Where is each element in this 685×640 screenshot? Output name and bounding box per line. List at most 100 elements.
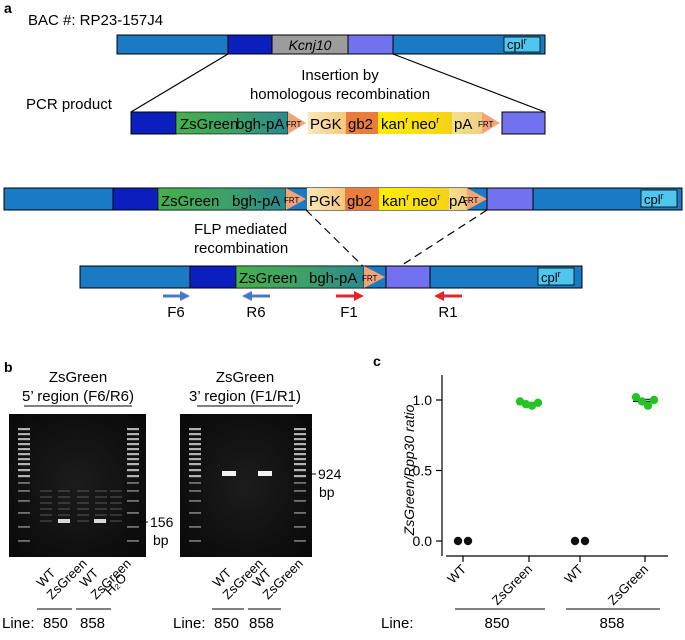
band-924-zsgreen-850 [222,471,236,476]
ladder-band [127,490,139,492]
wt-lane-gel1-smear [40,514,52,516]
ladder-band [189,448,201,451]
gel2-title-1: ZsGreen [216,369,274,386]
gel1-title-1: ZsGreen [49,369,107,386]
ladder-band [189,540,201,542]
svg-text:cplr: cplr [541,269,561,285]
ladder-band [189,490,201,492]
primer-r1-label: R1 [438,304,457,321]
h2o-lane-gel1-smear [110,490,122,492]
svg-text:pA: pA [454,116,472,133]
insertion-label-1: Insertion by [301,67,379,84]
ladder-band [294,428,306,431]
ladder-band [294,433,306,436]
x-tick-label: WT [444,561,469,586]
ladder-band [189,428,201,431]
svg-text:FRT: FRT [362,274,378,283]
x-tick-label: ZsGreen [605,562,651,608]
y-tick-label: 1.0 [413,392,433,408]
ladder-band [294,500,306,502]
final-allele: ZsGreen bgh-pA FRT cplr [79,265,583,289]
gel-image-3prime [180,414,312,557]
ladder-band [18,448,30,451]
band-156-label: 156 [150,514,174,530]
band-156-zsgreen-850 [58,519,70,523]
panel-c-label: c [373,353,381,369]
primer-f6-arrow [163,291,190,301]
svg-text:PGK: PGK [309,193,341,210]
ladder-band [18,469,30,472]
ladder-band [189,458,201,461]
ladder-band [189,526,201,528]
ladder-band [18,463,30,466]
ladder-band [18,475,30,478]
data-point [637,397,647,406]
ladder-lane-left-gel1 [18,428,30,542]
ladder-lane-left-gel2 [189,428,201,542]
y-tick-label: 0.0 [413,533,433,549]
ladder-band [127,526,139,528]
gel2-title-2: 3’ region (F1/R1) [189,388,301,405]
gel1-line-858: 858 [80,615,105,632]
chart-line-850: 850 [484,615,509,632]
ladder-band [189,500,201,502]
data-point [643,401,653,410]
h2o-lane-gel1-smear [110,508,122,510]
svg-text:pA: pA [449,193,467,210]
ladder-band [294,448,306,451]
ladder-band [189,438,201,441]
zsgreen-lane-gel1-smear [58,508,70,510]
ladder-band [18,512,30,514]
ladder-band [294,475,306,478]
gel1-line-850: 850 [43,615,68,632]
ladder-band [18,443,30,446]
primer-f6-label: F6 [167,304,185,321]
h2o-lane-gel1-smear [110,496,122,498]
homology-arm-left [227,34,273,55]
gel2-line-858: 858 [249,615,274,632]
data-point [631,392,641,402]
wt-lane-gel1-smear [40,520,52,522]
ladder-band [127,443,139,446]
flp-label-1: FLP mediated [194,221,287,238]
ladder-band [18,526,30,528]
cpl-marker [503,36,541,53]
h2o-lane-gel1-smear [110,520,122,522]
wt-lane-gel1-smear [40,508,52,510]
ladder-band [189,482,201,484]
x-tick-label: WT [561,561,586,586]
ladder-band [18,428,30,431]
gel2-lane-labels: WT ZsGreen WT ZsGreen [210,556,306,602]
gel1-line-label: Line: [2,615,35,632]
zsgreen-lane-gel1-smear [58,496,70,498]
data-point [570,536,580,546]
ladder-band [127,500,139,502]
svg-text:FRT: FRT [478,120,494,129]
bac-title: BAC #: RP23-157J4 [28,12,163,29]
data-point [580,536,590,546]
y-tick-label: 0.5 [413,463,433,479]
ladder-band [189,475,201,478]
ladder-band [127,453,139,456]
ladder-band [18,540,30,542]
band-924-zsgreen-858 [258,471,272,476]
ladder-band [127,433,139,436]
homology-arm-right [347,34,394,55]
svg-text:FRT: FRT [284,196,300,205]
svg-text:ZsGreen: ZsGreen [161,193,219,210]
bac-construct: Kcnj10 cplr [116,34,546,55]
ladder-lane-right-gel1 [127,428,139,542]
band-156-zsgreen-858 [94,519,106,523]
ladder-band [127,469,139,472]
gel1-lane-labels: WT ZsGreen WT ZsGreen H₂O [34,556,134,602]
ladder-band [127,540,139,542]
ladder-band [127,463,139,466]
svg-text:gb2: gb2 [348,116,373,133]
ladder-band [294,443,306,446]
ladder-band [18,500,30,502]
ladder-band [127,512,139,514]
primer-r1-arrow [434,291,462,301]
data-point [463,536,473,546]
